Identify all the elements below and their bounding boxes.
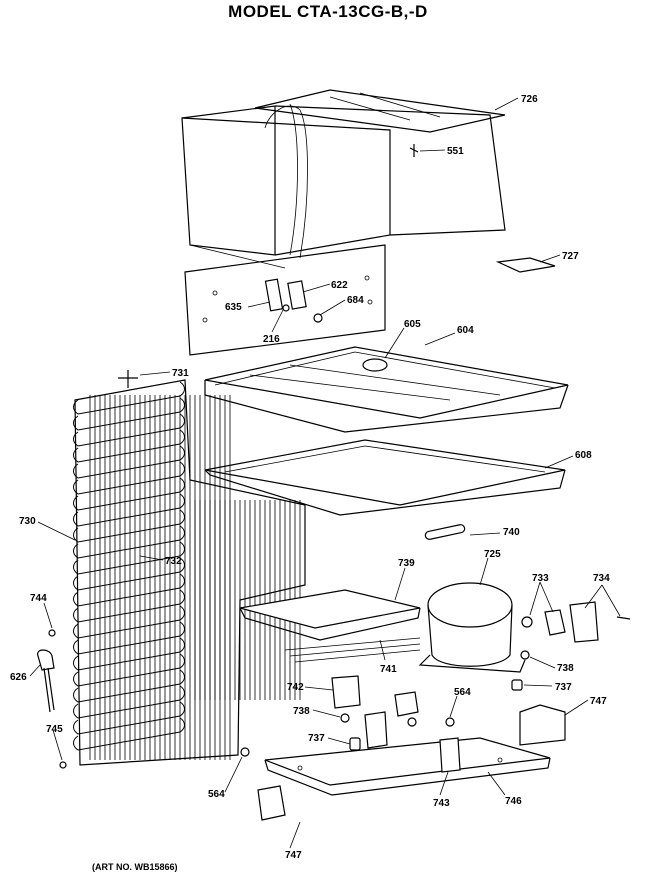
label-726: 726	[521, 94, 538, 105]
mount-737-right	[511, 679, 523, 691]
label-635: 635	[225, 302, 242, 313]
label-744: 744	[30, 593, 47, 604]
tray-608	[204, 439, 566, 516]
clip-744	[48, 629, 56, 637]
top-cover-assembly	[181, 89, 506, 269]
label-743: 743	[433, 798, 450, 809]
bracket-747-right	[519, 704, 566, 746]
screw-564-left	[240, 747, 250, 757]
label-731: 731	[172, 368, 189, 379]
label-730: 730	[19, 516, 36, 527]
compressor-725	[418, 582, 526, 673]
fitting-731	[118, 370, 138, 388]
label-605: 605	[404, 319, 421, 330]
label-608: 608	[575, 450, 592, 461]
label-738-right: 738	[557, 663, 574, 674]
drip-tray-739	[239, 589, 421, 663]
screw-551	[409, 144, 419, 157]
label-604: 604	[457, 325, 474, 336]
nut-564	[407, 717, 455, 727]
bracket-742	[331, 675, 419, 717]
label-734: 734	[593, 573, 610, 584]
control-panel	[184, 244, 386, 356]
bracket-747-bottom	[257, 785, 286, 821]
label-216: 216	[263, 334, 280, 345]
label-741: 741	[380, 664, 397, 675]
label-551: 551	[447, 146, 464, 157]
cord-626	[37, 649, 55, 713]
label-738-left: 738	[293, 706, 310, 717]
label-626: 626	[10, 672, 27, 683]
art-number: (ART NO. WB15866)	[92, 862, 178, 872]
overload-734	[569, 601, 631, 643]
leader-lines	[29, 97, 621, 849]
label-564-right: 564	[454, 687, 471, 698]
relay-733	[521, 609, 566, 636]
drier-740	[424, 524, 466, 540]
label-742: 742	[287, 682, 304, 693]
label-725: 725	[484, 549, 501, 560]
label-684: 684	[347, 295, 364, 306]
base-plate-746	[264, 711, 551, 796]
label-739: 739	[398, 558, 415, 569]
mount-737-left	[349, 737, 361, 751]
label-727: 727	[562, 251, 579, 262]
label-622: 622	[331, 280, 348, 291]
label-737-left: 737	[308, 733, 325, 744]
label-747-bottom: 747	[285, 850, 302, 861]
label-740: 740	[503, 527, 520, 538]
screw-745	[59, 761, 67, 769]
grommet-738-left	[340, 713, 350, 723]
label-733: 733	[532, 573, 549, 584]
grommet-738-right	[520, 650, 530, 660]
label-564-left: 564	[208, 789, 225, 800]
base-pan-604	[204, 346, 569, 433]
diagram-title: MODEL CTA-13CG-B,-D	[228, 2, 428, 21]
label-746: 746	[505, 796, 522, 807]
label-737-right: 737	[555, 682, 572, 693]
label-745: 745	[46, 724, 63, 735]
label-732: 732	[165, 556, 182, 567]
label-747-right: 747	[590, 696, 607, 707]
condenser-coil-730	[73, 379, 306, 766]
